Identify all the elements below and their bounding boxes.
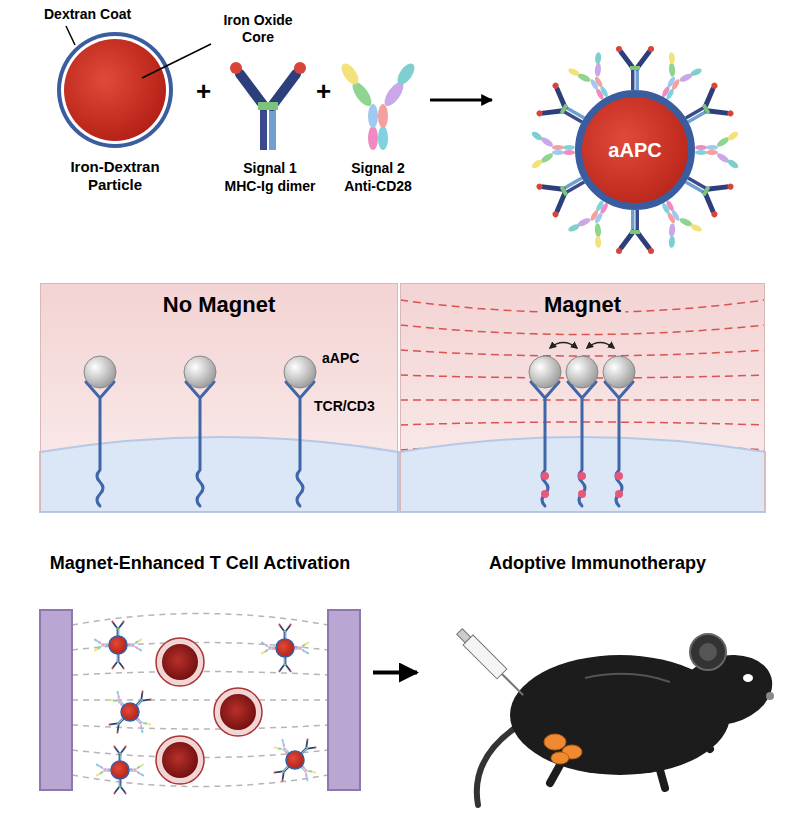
- magnet-scene: [400, 283, 765, 512]
- node-title: aAPC: [582, 138, 688, 162]
- node-title: No Magnet: [159, 292, 279, 318]
- iron-dextran-particle: [57, 26, 211, 148]
- mouse-illustration: [455, 627, 781, 805]
- reaction-arrow: [430, 100, 492, 101]
- no-magnet-scene: [40, 283, 398, 512]
- callout-label: Signal 1: [222, 160, 318, 177]
- scene-panel: Magnet: [400, 283, 765, 512]
- magnet-activation-scene: [40, 610, 360, 794]
- callout-label: TCR/CD3: [314, 398, 375, 415]
- flow-arrow: [373, 671, 417, 675]
- therapy-panel: Adoptive Immunotherapy: [420, 545, 775, 800]
- node-title: Iron-Dextran Particle: [55, 158, 175, 194]
- particle-node: Iron-Dextran Particle: [35, 30, 195, 215]
- mhc-ig-dimer: [230, 62, 306, 150]
- callout-label: +: [196, 76, 211, 107]
- callout-label: Signal 2: [334, 160, 422, 177]
- node-title: Magnet: [540, 292, 625, 318]
- anti-cd28: [338, 61, 418, 150]
- node-title: Adoptive Immunotherapy: [489, 553, 706, 575]
- callout-label: Anti-CD28: [328, 178, 428, 195]
- aapc-circle: aAPC: [575, 90, 695, 210]
- callout-label: +: [316, 76, 331, 107]
- callout-label: Iron Oxide Core: [212, 12, 304, 46]
- node-title: Magnet-Enhanced T Cell Activation: [50, 553, 350, 575]
- callout-label: Dextran Coat: [44, 6, 131, 23]
- aapc-antibodies: [530, 46, 739, 254]
- callout-label: MHC-Ig dimer: [210, 178, 330, 195]
- scene-panel: No Magnet: [40, 283, 398, 512]
- callout-label: aAPC: [322, 350, 359, 367]
- activation-panel: Magnet-Enhanced T Cell Activation: [30, 545, 370, 800]
